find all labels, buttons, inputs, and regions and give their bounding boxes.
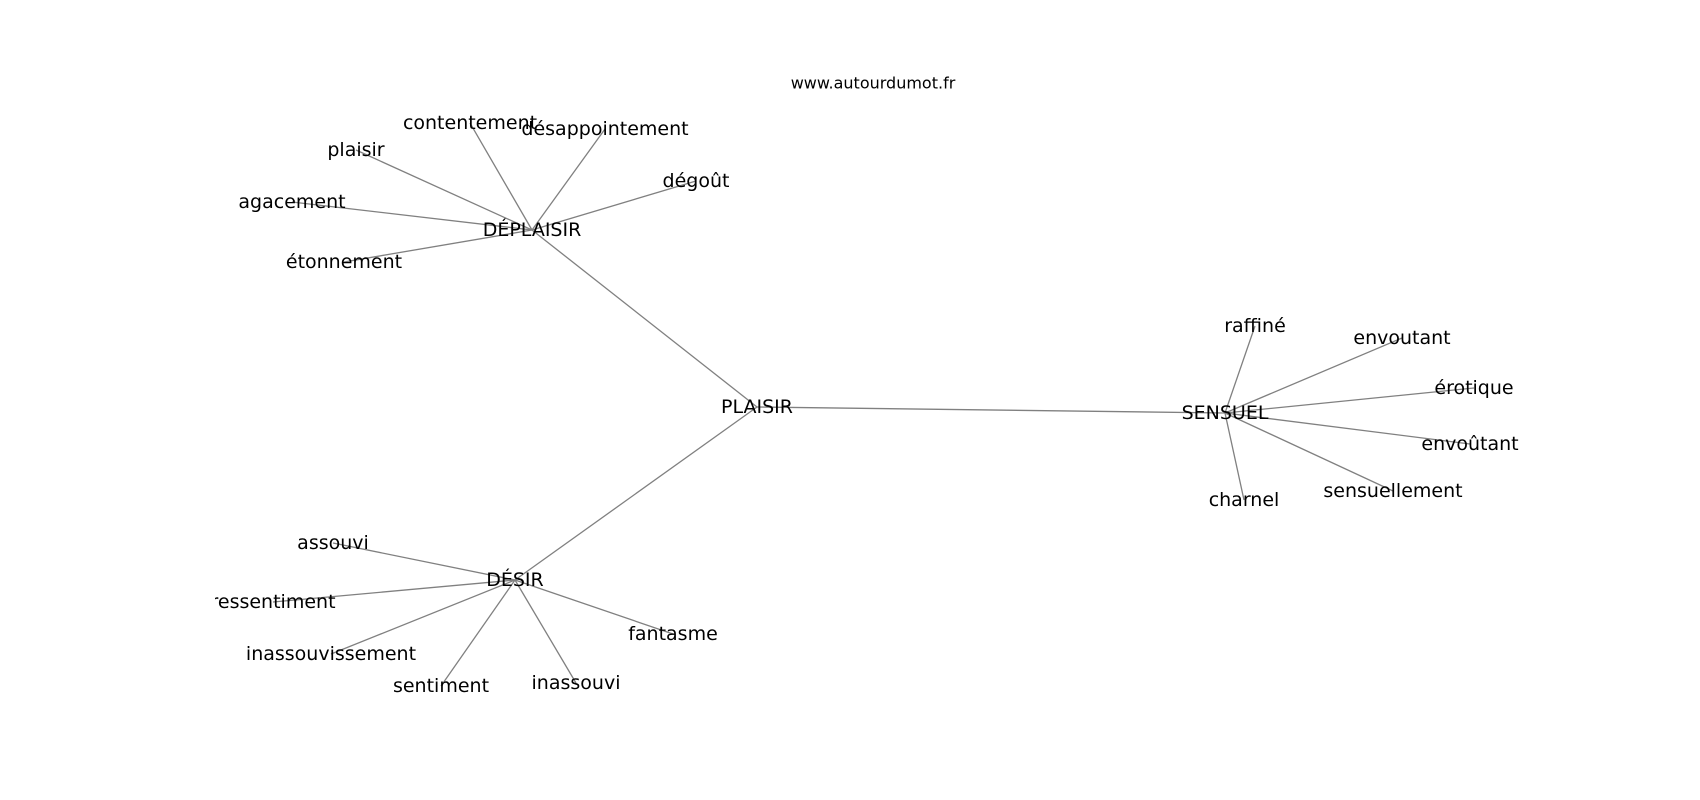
node-assouvi: assouvi (297, 532, 369, 554)
edge-deplaisir-degout (531, 180, 697, 231)
edge-sensuel-envoutant (1224, 337, 1403, 414)
node-charnel: charnel (1209, 489, 1280, 511)
node-ressentiment: ressentiment (210, 591, 335, 613)
nodes-layer: PLAISIR DÉPLAISIR DÉSIR SENSUEL contentement… (210, 112, 1519, 697)
node-sensuellement: sensuellement (1323, 480, 1462, 502)
edge-sensuel-charnel (1224, 412, 1245, 501)
node-envoutant2: envoûtant (1421, 433, 1518, 455)
edge-plaisir-deplaisir (531, 229, 758, 408)
edge-sensuel-erotique (1224, 387, 1475, 414)
node-deplaisir: DÉPLAISIR (483, 218, 582, 241)
edge-desir-sentiment (440, 579, 516, 687)
edge-plaisir-sensuel (756, 406, 1226, 414)
edge-sensuel-raffine (1224, 325, 1256, 414)
edge-desir-ressentiment (272, 579, 516, 603)
edge-deplaisir-contentement (469, 122, 533, 231)
node-envoutant: envoutant (1353, 327, 1450, 349)
edge-desir-inassouvissement (330, 579, 516, 655)
node-plaisir: plaisir (327, 139, 384, 161)
edge-desir-assouvi (332, 542, 516, 581)
node-desir: DÉSIR (486, 568, 544, 591)
node-plaisir: PLAISIR (721, 396, 793, 418)
edge-plaisir-desir (514, 406, 758, 581)
edge-deplaisir-agacement (291, 201, 533, 231)
node-erotique: érotique (1434, 377, 1513, 399)
edge-deplaisir-desappointement (531, 128, 606, 231)
source-url-label: www.autourdumot.fr (791, 74, 956, 93)
node-inassouvissement: inassouvissement (246, 643, 416, 665)
edge-deplaisir-etonnement (343, 229, 533, 263)
edge-deplaisir-plaisir (355, 149, 533, 231)
node-inassouvi: inassouvi (532, 672, 621, 694)
edge-desir-inassouvi (514, 579, 577, 684)
edges-layer (272, 122, 1475, 687)
edge-sensuel-sensuellement (1224, 412, 1394, 492)
edge-desir-fantasme (514, 579, 674, 635)
node-desappointement: désappointement (521, 118, 688, 140)
node-etonnement: étonnement (286, 251, 402, 273)
node-sentiment: sentiment (393, 675, 489, 697)
edge-sensuel-envoutant2 (1224, 412, 1471, 445)
node-raffine: raffiné (1224, 315, 1286, 337)
node-fantasme: fantasme (628, 623, 718, 645)
node-sensuel: SENSUEL (1182, 402, 1269, 424)
node-contentement: contentement (403, 112, 537, 134)
node-degout: dégoût (663, 170, 730, 192)
node-agacement: agacement (238, 191, 345, 213)
